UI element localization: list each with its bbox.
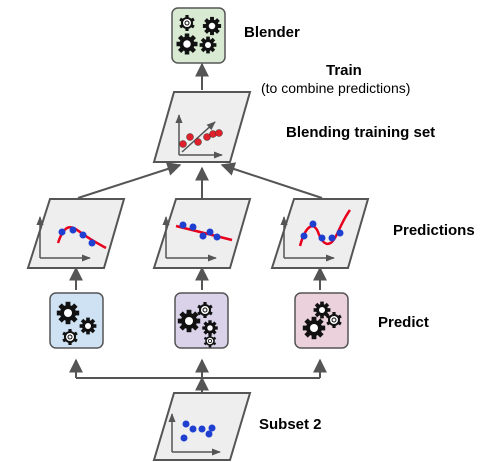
blending-training-set-panel	[152, 91, 252, 163]
connector-arrows	[69, 62, 327, 393]
blender-label: Blender	[244, 24, 300, 41]
blue-points	[179, 221, 221, 241]
predict-label: Predict	[378, 314, 429, 331]
train-subtitle: (to combine predictions)	[261, 80, 411, 96]
prediction-panel-3	[270, 198, 370, 269]
prediction-panel-1	[26, 198, 126, 269]
arrow-prediction-1-to-blend	[77, 162, 182, 199]
predictor-box-1	[49, 292, 104, 349]
arrow-prediction-3-to-blend	[220, 162, 323, 199]
subset-panel	[152, 392, 252, 461]
blue-points	[180, 420, 216, 442]
blending-training-set-label: Blending training set	[286, 124, 436, 141]
predictor-box-2	[174, 292, 229, 349]
prediction-panel-2	[152, 198, 252, 269]
blender-box	[171, 7, 226, 64]
blue-points	[300, 220, 344, 242]
blue-points	[58, 226, 96, 247]
subset-label: Subset 2	[259, 416, 322, 433]
red-points	[179, 129, 223, 148]
train-title: Train	[326, 62, 362, 79]
predictor-box-3	[294, 292, 349, 349]
predictions-label: Predictions	[393, 222, 475, 239]
